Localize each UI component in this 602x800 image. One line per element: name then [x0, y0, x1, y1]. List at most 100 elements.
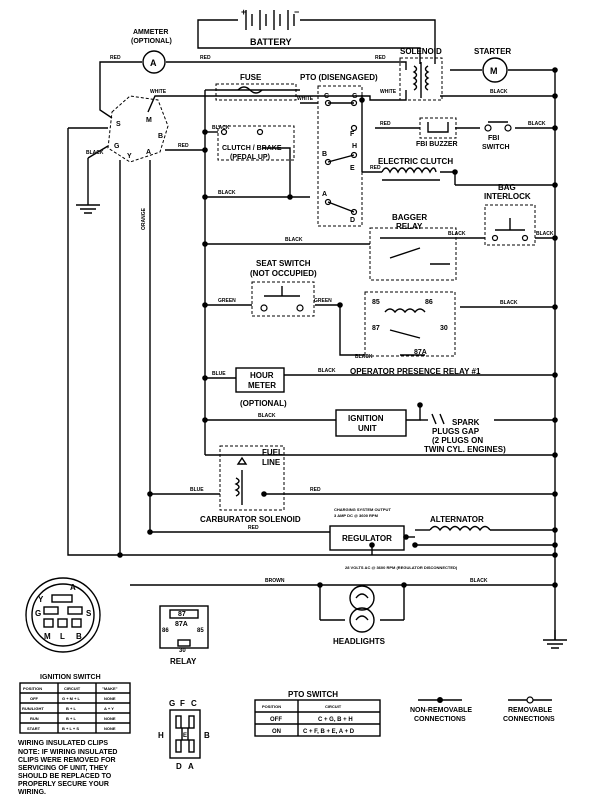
ign-r3-1: B + L + S — [62, 726, 79, 731]
fuse: FUSE — [215, 73, 297, 101]
bag-interlock: BAG INTERLOCK — [484, 183, 536, 246]
ignition-unit-label-1: IGNITION — [348, 414, 384, 423]
ign-h-1: CIRCUIT — [64, 686, 81, 691]
spark-label-1: SPARK — [452, 418, 480, 427]
pto-switch-table: PTO SWITCH POSITION CIRCUIT OFF C + G, B… — [254, 690, 381, 737]
relay-85: 85 — [372, 299, 380, 306]
solenoid-label: SOLENOID — [400, 47, 442, 56]
ign-r2-2: NONE — [104, 716, 116, 721]
pto-h: H — [352, 143, 357, 150]
terminal-a: A — [146, 149, 151, 156]
wire-black-4: BLACK — [86, 150, 104, 156]
note-line-1: NOTE: IF WIRING INSULATED — [18, 749, 117, 756]
fbi-switch-label-1: FBI — [488, 135, 499, 142]
wire-black-5: BLACK — [218, 190, 236, 196]
wire-black-10: BLACK — [355, 354, 373, 360]
wire-red-2: RED — [200, 55, 211, 61]
ign-h-2: "MAKE" — [102, 686, 118, 691]
wire-orange: ORANGE — [141, 207, 147, 230]
wire-network — [67, 19, 567, 649]
ign-r3-0: START — [27, 726, 41, 731]
pto-h-1: CIRCUIT — [325, 704, 342, 709]
pto-r1-1: C + F, B + E, A + D — [303, 729, 355, 735]
wire-red-3: RED — [375, 55, 386, 61]
wire-red-5: RED — [178, 143, 189, 149]
wire-white-1: WHITE — [150, 89, 167, 95]
pto-f: F — [350, 131, 355, 138]
ign-h-0: POSITION — [23, 686, 42, 691]
hour-meter-label-1: HOUR — [250, 371, 274, 380]
electric-clutch-label: ELECTRIC CLUTCH — [378, 157, 453, 166]
terminal-s: S — [116, 121, 121, 128]
ignition-switch-terminals: S M B G Y A — [107, 95, 169, 163]
charging-label-2: 3 AMP DC @ 3600 RPM — [334, 513, 379, 518]
wire-black-1: BLACK — [490, 89, 508, 95]
note-line-4: SHOULD BE REPLACED TO — [18, 773, 112, 780]
pto-c: C — [324, 93, 329, 100]
pto-switch-title: PTO SWITCH — [288, 690, 338, 699]
wire-white-3: WHITE — [380, 89, 397, 95]
ign-r2-0: RUN — [30, 716, 39, 721]
ign-conn-l: L — [60, 632, 65, 641]
relay-icon-86: 86 — [162, 628, 169, 634]
wire-black-8: BLACK — [536, 231, 554, 237]
fuse-label: FUSE — [240, 73, 262, 82]
fbi-buzzer-label: FBI BUZZER — [416, 141, 458, 148]
battery-label: BATTERY — [250, 37, 292, 47]
wire-green-2: GREEN — [314, 298, 332, 304]
wire-green-1: GREEN — [218, 298, 236, 304]
terminal-m: M — [146, 117, 152, 124]
relay-icon-85: 85 — [197, 628, 204, 634]
ign-conn-a: A — [70, 583, 76, 592]
battery: + − BATTERY — [238, 6, 300, 47]
bag-interlock-label-1: BAG — [498, 183, 516, 192]
charging-label-1: CHARGING SYSTEM OUTPUT — [334, 507, 391, 512]
clutch-brake-sublabel: (PEDAL UP) — [230, 154, 270, 161]
pto-d: D — [350, 217, 355, 224]
wire-black-3: BLACK — [212, 125, 230, 131]
pto-conn-e: E — [183, 733, 187, 739]
pto-label: PTO (DISENGAGED) — [300, 73, 378, 82]
wire-labels: RED RED RED WHITE WHITE WHITE BLACK BLAC… — [86, 55, 554, 584]
wire-black-6: BLACK — [285, 237, 303, 243]
ignition-switch-title: IGNITION SWITCH — [40, 674, 101, 681]
ign-r1-0: RUN/LIGHT — [22, 706, 44, 711]
alternator: ALTERNATOR — [429, 515, 491, 532]
ign-conn-y: Y — [38, 595, 44, 604]
hour-meter-optional: (OPTIONAL) — [240, 399, 287, 408]
pto-conn-c: C — [191, 699, 197, 708]
solenoid: SOLENOID — [399, 47, 443, 101]
ammeter-symbol: A — [150, 58, 157, 68]
fbi-switch: FBI SWITCH — [482, 121, 512, 151]
relay-icon-30: 30 — [179, 648, 186, 654]
ammeter: A AMMETER (OPTIONAL) — [131, 29, 172, 74]
note-line-3: SERVICING OF UNIT, THEY — [18, 765, 108, 772]
fuel-line-label-1: FUEL — [262, 448, 283, 457]
hour-meter: HOUR METER (OPTIONAL) — [235, 367, 287, 408]
relay-label: RELAY — [170, 657, 197, 666]
note-line-0: WIRING INSULATED CLIPS — [18, 740, 108, 747]
pto-conn-b: B — [204, 731, 210, 740]
ign-conn-m: M — [44, 632, 51, 641]
seat-switch: SEAT SWITCH (NOT OCCUPIED) — [250, 259, 317, 317]
starter: M STARTER — [474, 47, 511, 83]
ign-r1-2: A + Y — [104, 706, 114, 711]
ign-conn-s: S — [86, 609, 92, 618]
wire-blue-1: BLUE — [212, 371, 226, 377]
ign-r0-0: OFF — [30, 696, 39, 701]
spark-label-4: TWIN CYL. ENGINES) — [424, 445, 506, 454]
wire-black-7: BLACK — [448, 231, 466, 237]
pto-conn-f: F — [180, 699, 185, 708]
headlights-label: HEADLIGHTS — [333, 637, 386, 646]
terminal-g: G — [114, 143, 120, 150]
ammeter-optional-label: (OPTIONAL) — [131, 38, 172, 45]
carburator-solenoid: FUEL LINE CARBURATOR SOLENOID — [200, 445, 301, 524]
battery-plus-label: + — [241, 7, 246, 17]
legend: NON-REMOVABLE CONNECTIONS REMOVABLE CONN… — [410, 696, 555, 723]
pto-r0-0: OFF — [270, 717, 282, 723]
pto-r1-0: ON — [272, 729, 281, 735]
terminal-y: Y — [127, 153, 132, 160]
legend-non-removable-1: NON-REMOVABLE — [410, 707, 472, 714]
fuel-line-label-2: LINE — [262, 458, 281, 467]
